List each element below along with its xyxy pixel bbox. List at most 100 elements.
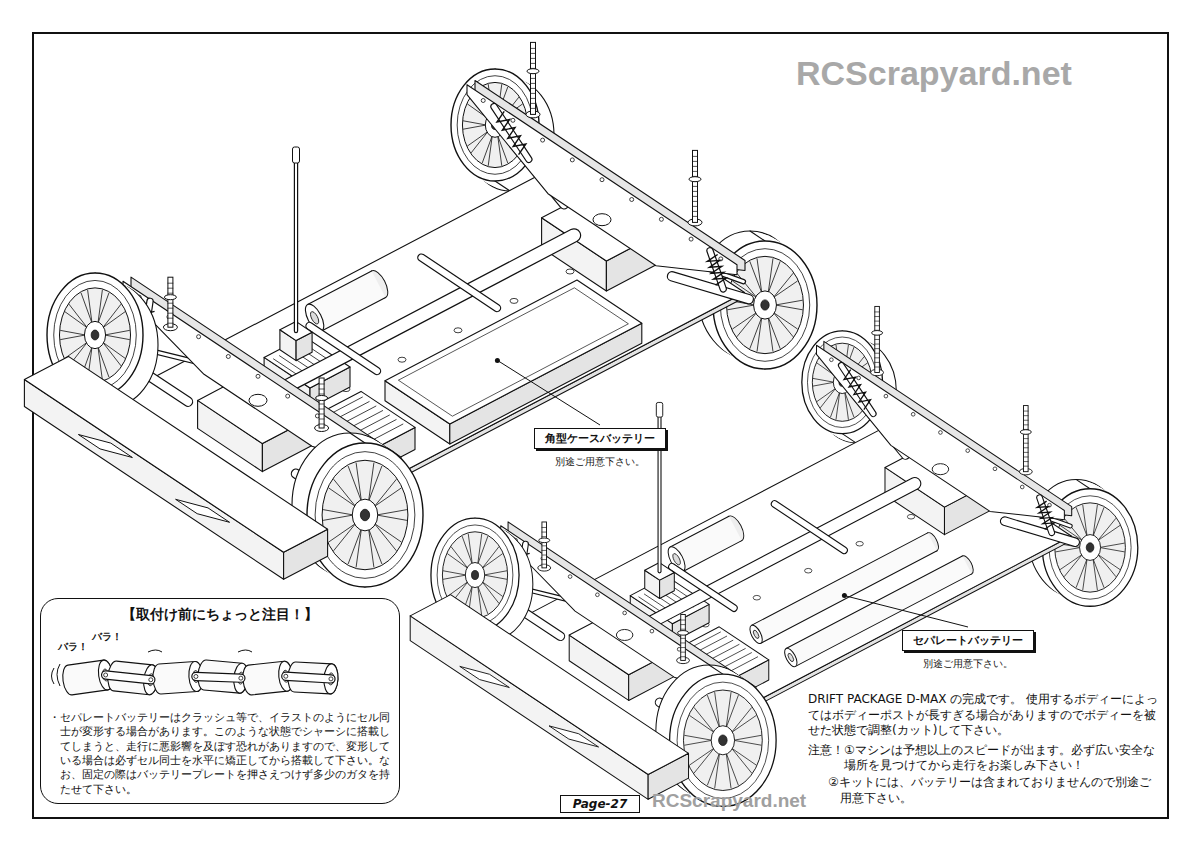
chassis-square-battery-part: [310, 326, 378, 371]
caution-note: 注意！①マシンは予想以上のスピードが出ます。必ず広い安全な場所を見つけてから走行…: [808, 743, 1160, 774]
chassis-separate-battery-part: [726, 692, 731, 727]
chassis-separate-battery-part: [681, 656, 686, 657]
chassis-separate-battery-part: [678, 631, 689, 636]
chassis-square-battery-part: [775, 300, 802, 305]
chassis-square-battery-part: [168, 277, 173, 327]
chassis-separate-battery-part: [539, 538, 550, 543]
chassis-separate-battery-part: [683, 541, 742, 572]
chassis-square-battery-part: [421, 258, 497, 308]
chassis-square-battery-part: [463, 125, 486, 129]
battery-cells-part-part: [241, 661, 294, 696]
chassis-square-battery-part: [319, 378, 324, 428]
chassis-square-battery-part: [630, 198, 634, 202]
chassis-separate-battery-part: [1024, 438, 1029, 439]
chassis-square-battery-part: [98, 293, 109, 323]
chassis-square-battery-part: [369, 529, 374, 567]
chassis-separate-battery-part: [824, 341, 1072, 515]
heading-text: 角型ケースバッテリー: [534, 428, 666, 449]
chassis-separate-battery-part: [549, 726, 599, 747]
chassis-square-battery-part: [168, 318, 173, 319]
chassis-separate-battery-part: [1093, 508, 1104, 537]
chassis-square-battery-part: [98, 347, 102, 380]
chassis-separate-battery-part: [821, 388, 836, 407]
chassis-square-battery-part: [689, 177, 701, 182]
chassis-square-battery-part: [61, 335, 86, 340]
chassis-separate-battery-part: [1024, 447, 1029, 448]
chassis-square-battery-part: [310, 326, 378, 371]
chassis-separate-battery-part: [993, 467, 997, 471]
chassis-separate-battery-part: [1020, 430, 1031, 435]
chassis-square-battery-part: [374, 523, 401, 541]
chassis-square-battery-part: [566, 269, 574, 274]
chassis-separate-battery-part: [1024, 456, 1029, 457]
chassis-square-battery-part: [495, 181, 510, 191]
chassis-separate-battery-part: [707, 753, 719, 785]
chassis-separate-battery-part: [1024, 424, 1029, 425]
chassis-square-battery-part: [168, 323, 173, 324]
chassis-square-battery-part: [377, 510, 407, 515]
chassis-separate-battery-part: [1024, 443, 1029, 444]
chassis-separate-battery-part: [753, 595, 760, 600]
chassis-square-battery-part: [527, 69, 539, 74]
chassis-square-battery-part: [693, 191, 698, 192]
chassis-separate-battery-part: [817, 345, 1065, 519]
chassis-separate-battery-part: [715, 692, 720, 727]
chassis-square-battery-part: [757, 259, 762, 293]
chassis-square-battery-part: [286, 394, 290, 398]
chassis-square-battery-part: [761, 300, 769, 310]
chassis-square-battery-part: [593, 214, 611, 226]
chassis-square-battery-part: [61, 330, 86, 335]
chassis-square-battery-part: [693, 150, 698, 222]
chassis-separate-battery-part: [856, 541, 863, 546]
chassis-square-battery-part: [319, 414, 324, 415]
chassis-square-battery-part: [103, 304, 121, 327]
chassis-separate-battery-part: [731, 748, 755, 765]
chassis-separate-battery-part: [690, 716, 714, 733]
chassis-square-battery-part: [168, 293, 173, 294]
chassis-square-battery-part: [733, 313, 757, 329]
chassis-separate-battery-part: [1024, 411, 1029, 412]
chassis-square-battery-part: [65, 312, 87, 328]
battery-cells-part: [149, 678, 153, 682]
chassis-separate-battery-part: [1098, 519, 1116, 541]
chassis-square-battery-part: [105, 330, 130, 335]
leader-lines-part: [497, 360, 600, 425]
page-number: Page-27: [560, 795, 641, 813]
chassis-separate-battery-part: [875, 325, 880, 326]
chassis-separate-battery-part: [932, 464, 949, 475]
chassis-separate-battery-part: [616, 629, 633, 640]
chassis-separate-battery-part: [875, 357, 880, 358]
chassis-square-battery-part: [689, 237, 693, 241]
chassis-separate-battery-part: [542, 555, 547, 556]
chassis-separate-battery-part: [731, 748, 751, 773]
leader-lines-part: [844, 596, 968, 627]
heading-text: 【取付け前にちょっと注目！】: [49, 605, 391, 623]
chassis-square-battery-part: [369, 463, 374, 501]
chassis-separate-battery-part: [1024, 406, 1029, 472]
chassis-square-battery-part: [249, 394, 267, 406]
chassis-square-battery-part: [768, 262, 780, 293]
chassis-square-battery-part: [728, 305, 755, 310]
leader-lines-part: [495, 358, 500, 363]
chassis-square-battery-part: [322, 297, 386, 331]
chassis-separate-battery-part: [734, 740, 761, 745]
chassis-square-battery-part: [323, 515, 353, 520]
chassis-square-battery-part: [541, 138, 545, 142]
chassis-separate-battery-part: [443, 571, 466, 575]
chassis-square-battery-part: [168, 288, 173, 289]
chassis-square-battery-part: [398, 357, 406, 362]
chassis-square-battery-part: [737, 313, 757, 337]
chassis-separate-battery-part: [471, 570, 478, 579]
chassis-square-battery-part: [103, 312, 125, 328]
chassis-separate-battery-part: [484, 575, 507, 579]
chassis-square-battery-part: [463, 121, 486, 125]
chassis-square-battery-part: [319, 424, 324, 425]
chassis-separate-battery-part: [460, 666, 510, 687]
chassis-square-battery-part: [773, 313, 793, 337]
chassis-separate-battery-part: [542, 532, 547, 533]
chassis-separate-battery-part: [747, 623, 764, 645]
chassis-square-battery-part: [91, 330, 99, 340]
battery-cells-part-part: [197, 659, 249, 693]
callout-box: 角型ケースバッテリー: [534, 428, 666, 449]
chassis-square-battery-part: [693, 166, 698, 167]
